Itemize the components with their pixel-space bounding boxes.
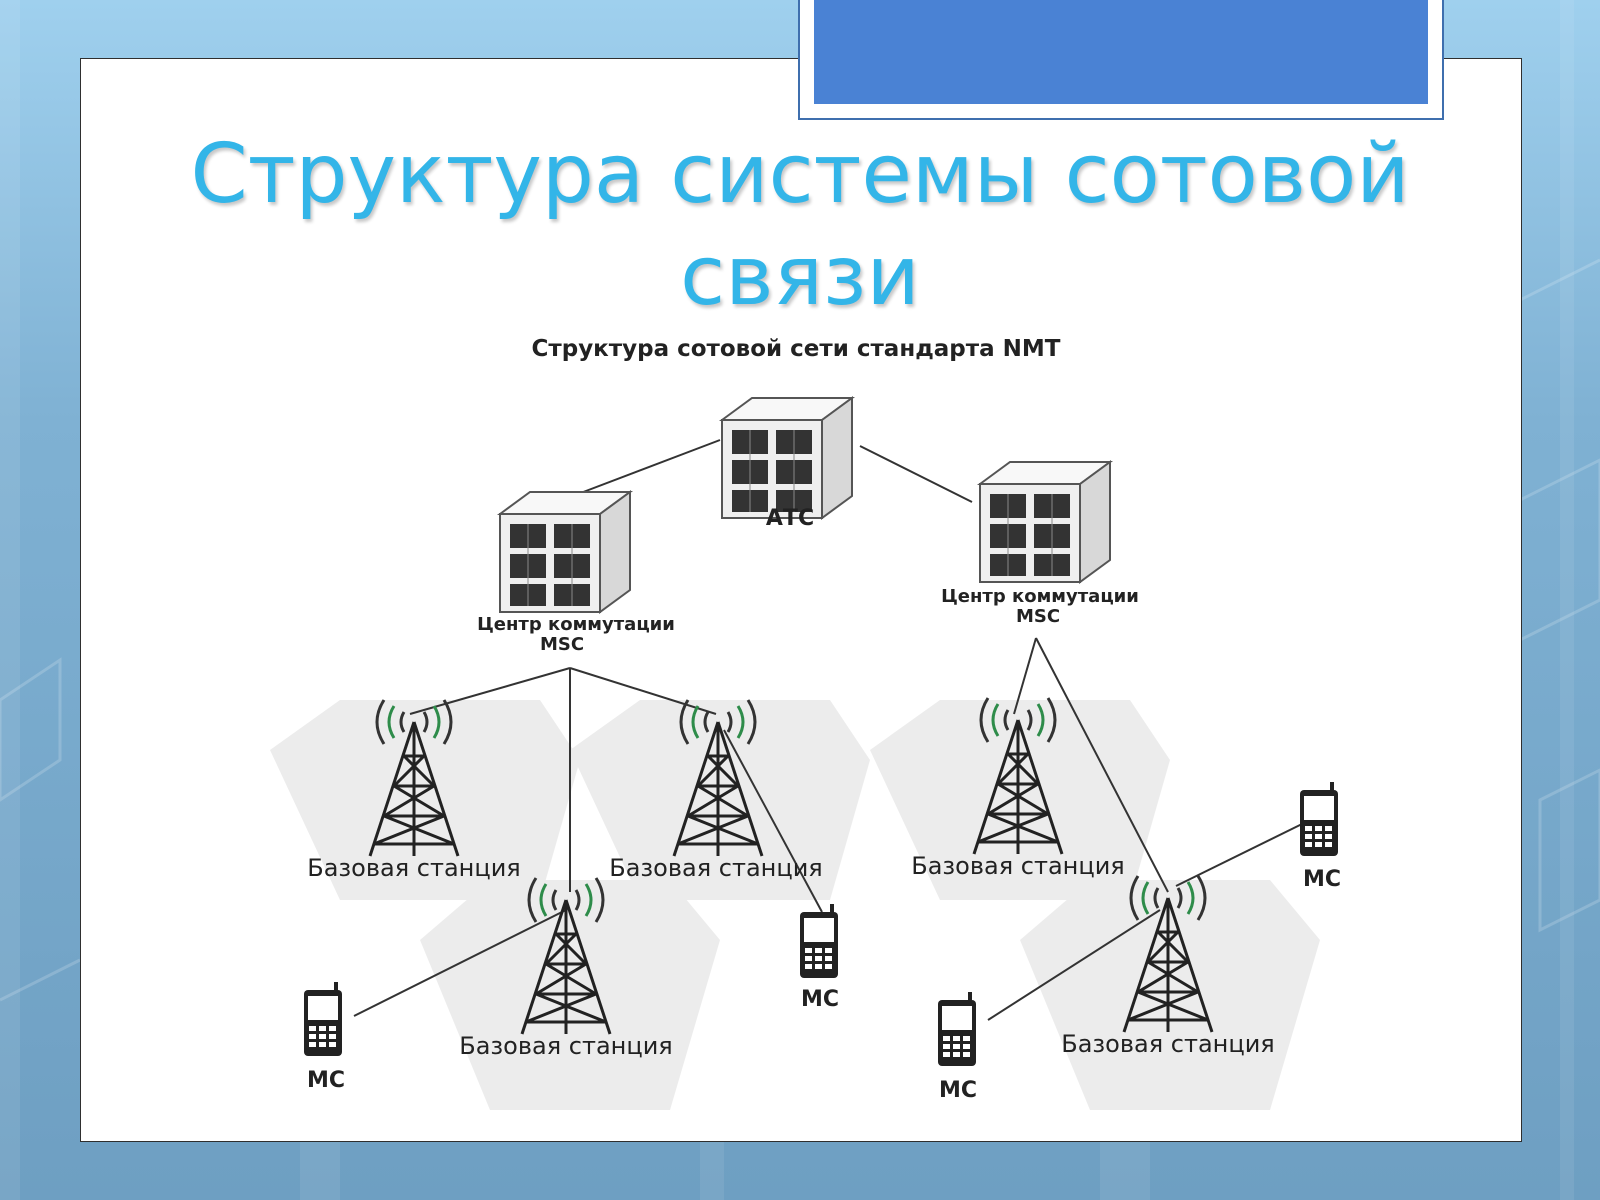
mobile-station-label: МС [1303,867,1341,892]
mobile-phone-icon [304,982,342,1056]
atc-label: АТС [766,506,814,531]
link-msc-right-bs5 [1035,637,1169,893]
base-station-label: Базовая станция [911,852,1124,880]
server-icon [721,397,853,519]
server-icon [979,461,1111,583]
link-bs5-mobile-left [987,909,1161,1021]
title-accent-box [798,0,1444,120]
link-msc-left-bs1 [409,667,571,715]
slide-title-line-2: связи [680,229,920,324]
mobile-station-label: МС [939,1078,977,1103]
link-bs5-mobile-right [1175,823,1303,887]
link-atc-msc-right [859,445,973,503]
link-msc-right-bs4 [1013,637,1037,715]
msc-left-label-line-2: MSC [540,634,584,655]
cell-hexagon [1020,880,1320,1110]
mobile-phone-icon [800,904,838,978]
mobile-station-label: МС [801,987,839,1012]
title-accent-fill [814,0,1428,104]
msc-right-label-line-1: Центр коммутации [941,586,1139,607]
base-station-label: Базовая станция [609,854,822,882]
mobile-phone-icon [1300,782,1338,856]
slide-title-line-1: Структура системы сотовой [190,127,1410,222]
diagram-caption: Структура сотовой сети стандарта NMT [532,336,1061,362]
msc-left-label-line-1: Центр коммутации [477,614,675,635]
link-bs3-mobile [353,909,567,1017]
mobile-phone-icon [938,992,976,1066]
base-station-label: Базовая станция [459,1032,672,1060]
msc-right-label-line-2: MSC [1016,606,1060,627]
slide-title: Структура системы сотовой связи [80,124,1520,328]
server-icon [499,491,631,613]
link-atc-msc-left [577,439,721,495]
link-msc-left-bs2 [569,667,717,715]
mobile-station-label: МС [307,1068,345,1093]
base-station-label: Базовая станция [1061,1030,1274,1058]
cell-hexagon [270,700,580,900]
base-station-label: Базовая станция [307,854,520,882]
link-bs2-mobile [723,729,823,913]
